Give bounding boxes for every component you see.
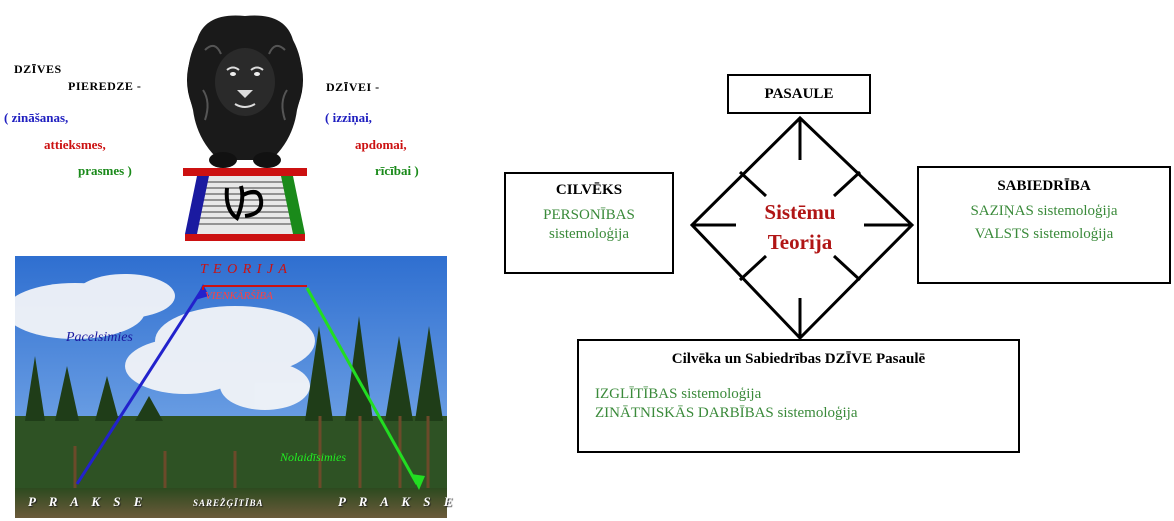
stand-icon [183,168,307,241]
vienkarsiba-label: VIENKĀRŠĪBA [205,290,273,302]
cilveks-title: CILVĒKS [555,182,623,198]
dzivei-heading: DZĪVEI - [326,80,380,94]
dzive-title: Cilvēka un Sabiedrības DZĪVE Pasaulē [671,351,926,367]
dzive-box: Cilvēka un Sabiedrības DZĪVE Pasaulē IZG… [577,339,1020,453]
sabiedriba-title: SABIEDRĪBA [997,178,1091,194]
sabiedriba-line1: SAZIŅAS sistemoloģija [970,203,1118,219]
pacelsimies-label: Pacelsimies [66,330,133,345]
left-list-item-2: attieksmes, [44,137,106,152]
pasaule-box: PASAULE [727,74,871,114]
dzive-line2: ZINĀTNISKĀS DARBĪBAS sistemoloģija [595,405,858,421]
cilveks-line2: sistemoloģija [549,226,629,242]
connector-diamond [689,115,915,341]
right-list-item-3: rīcībai ) [375,163,419,178]
pieredze-heading: PIEREDZE - [68,79,142,93]
sarezgitiba-label: SAREŽĢĪTĪBA [193,498,264,508]
prakse-right-label: P R A K S E [338,494,458,509]
teorija-label: T E O R I J A [200,262,288,277]
nolaidisimies-label: Nolaidīsimies [280,450,347,464]
center-label-line2: Teorija [767,230,833,254]
right-list-item-1: ( izziņai, [325,110,372,125]
pasaule-label: PASAULE [764,86,834,102]
sabiedriba-box: SABIEDRĪBA SAZIŅAS sistemoloģija VALSTS … [917,166,1171,284]
lion-icon [187,15,303,168]
cilveks-line1: PERSONĪBAS [543,207,635,223]
dzives-heading: DZĪVES [14,62,62,76]
right-list-item-2: apdomai, [355,137,407,152]
left-list-item-3: prasmes ) [78,163,132,178]
center-label-line1: Sistēmu [764,200,836,224]
cilveks-box: CILVĒKS PERSONĪBAS sistemoloģija [504,172,674,274]
lion-emblem [183,15,307,241]
sabiedriba-line2: VALSTS sistemoloģija [974,226,1114,242]
dzive-line1: IZGLĪTĪBAS sistemoloģija [595,386,762,402]
prakse-left-label: P R A K S E [28,494,148,509]
left-list-item-1: ( zināšanas, [4,110,69,125]
forest-photo [15,256,447,518]
